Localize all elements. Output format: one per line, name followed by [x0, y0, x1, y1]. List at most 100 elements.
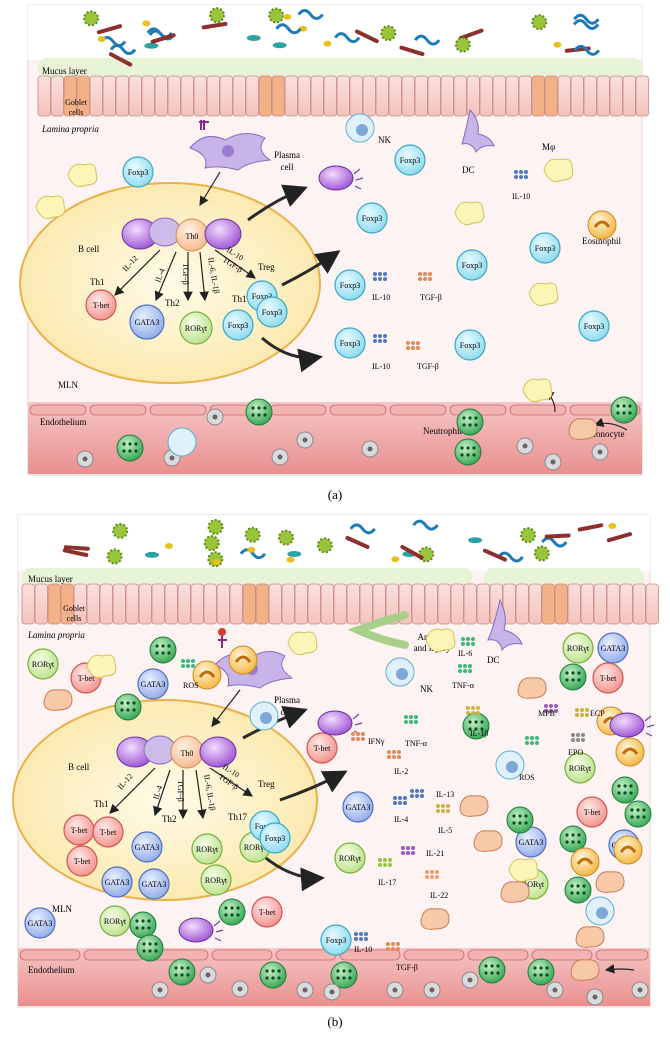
cytokine-dot: [383, 858, 387, 862]
cytokine-dot: [458, 669, 462, 673]
epithelial-cell: [583, 75, 597, 117]
epithelial-cell: [502, 583, 516, 625]
cytokine-dot: [530, 736, 534, 740]
epithelial-cell: [102, 75, 116, 117]
endothelial-cell: [509, 404, 567, 416]
epithelial-cell: [570, 75, 584, 117]
cytokine-dot: [414, 715, 418, 719]
endothelial-cell: [403, 949, 465, 961]
macrophage-cell: [543, 158, 574, 183]
plasma-cell: [178, 917, 214, 943]
granule: [126, 708, 130, 712]
cytokine-label: IL-22: [430, 891, 448, 900]
granule: [576, 884, 580, 888]
rod-bacterium-icon: [63, 545, 90, 551]
eosinophil-nucleus: [621, 747, 639, 755]
caption-b: (b): [327, 1014, 342, 1029]
cytokine-label: IL-21: [426, 849, 444, 858]
cytokine-dot: [393, 801, 397, 805]
cytokine-dot: [378, 863, 382, 867]
epithelial-cell: [505, 75, 519, 117]
eosinophil-cell: [570, 847, 600, 877]
goblet-cells-label-b-2: cells: [67, 614, 82, 623]
lumen-a: [28, 5, 642, 60]
cytokine-dot: [428, 277, 432, 281]
th17-label-b: Th17: [228, 812, 247, 822]
cytokine-dot: [571, 733, 575, 737]
gata3-cell: [597, 632, 629, 664]
granule: [474, 720, 478, 724]
blood-cell-nucleus: [277, 454, 283, 460]
cytokine-dot: [476, 706, 480, 710]
cytokine-dot: [416, 346, 420, 350]
granule: [577, 678, 581, 682]
epithelial-cell: [388, 75, 402, 117]
cytokine-label: TGF-β: [420, 293, 442, 302]
rod-bacterium-icon: [544, 533, 571, 539]
macrophage-cell: [67, 163, 98, 188]
granule: [277, 976, 281, 980]
cytokine-dot: [415, 794, 419, 798]
blood-cell-nucleus: [522, 443, 528, 449]
spiral-bacterium-icon: [573, 13, 600, 25]
granule: [571, 678, 575, 682]
macrophage-cell: [528, 282, 559, 307]
granule: [484, 964, 488, 968]
cytokine-dot: [535, 741, 539, 745]
epithelial-cell: [125, 583, 139, 625]
granule: [224, 913, 228, 917]
cytokine-dot: [364, 937, 368, 941]
nk-label-b: NK: [420, 684, 433, 694]
cytokine-label: IL-10: [512, 192, 530, 201]
granule: [134, 449, 138, 453]
granule: [128, 449, 132, 453]
monocyte-cell: [568, 418, 598, 440]
eosinophil-cell: [228, 645, 258, 675]
blood-cell-nucleus: [637, 987, 643, 993]
epithelial-cell: [154, 75, 168, 117]
granule: [571, 833, 575, 837]
eosinophil-nucleus: [619, 845, 637, 853]
yeast-icon: [391, 556, 400, 563]
cytokine-dot: [411, 341, 415, 345]
granule: [617, 784, 621, 788]
cytokine-dot: [392, 755, 396, 759]
mucus-band-b: [22, 568, 472, 588]
epithelial-cell: [437, 583, 451, 625]
cytokine-dot: [397, 750, 401, 754]
gata3-cell: [131, 831, 163, 863]
blood-cell-nucleus: [157, 987, 163, 993]
cytokine-dot: [356, 732, 360, 736]
migrate-arrow-b-3: [261, 853, 325, 892]
epithelial-cell: [167, 75, 181, 117]
nk-nucleus: [260, 712, 272, 724]
spiral-bacterium-icon: [541, 536, 568, 548]
rorgt-cell: [564, 752, 596, 784]
eosinophil-label-a: Eosinophil: [582, 236, 622, 246]
rorgt-cell: [27, 648, 59, 680]
eosinophil-cell: [587, 210, 617, 240]
epithelial-cell: [622, 75, 636, 117]
foxp3-cell-label: Foxp3: [460, 341, 480, 350]
dc-label-b: DC: [487, 655, 500, 665]
monocyte-cell: [500, 881, 530, 903]
rorgt-cell-label: RORγt: [205, 876, 228, 885]
macrophage-cell: [522, 378, 553, 403]
epithelial-cell: [567, 583, 581, 625]
cytokine-dot: [471, 711, 475, 715]
granule: [148, 942, 152, 946]
epithelial-cell: [645, 583, 659, 625]
spiky-microbe-icon: [112, 522, 129, 539]
epithelial-cell: [440, 75, 454, 117]
goblet-cell: [60, 583, 74, 625]
epithelial-cell: [518, 75, 532, 117]
endothelial-cell: [149, 404, 207, 416]
tbet-cell-label: T-bet: [93, 301, 110, 310]
goblet-cell: [242, 583, 256, 625]
cytokine-dot: [415, 789, 419, 793]
cytokine-dot: [525, 741, 529, 745]
blood-cell-nucleus: [367, 446, 373, 452]
epithelial-cell: [193, 75, 207, 117]
th1-label-a: Th1: [90, 277, 105, 287]
granule: [642, 815, 646, 819]
